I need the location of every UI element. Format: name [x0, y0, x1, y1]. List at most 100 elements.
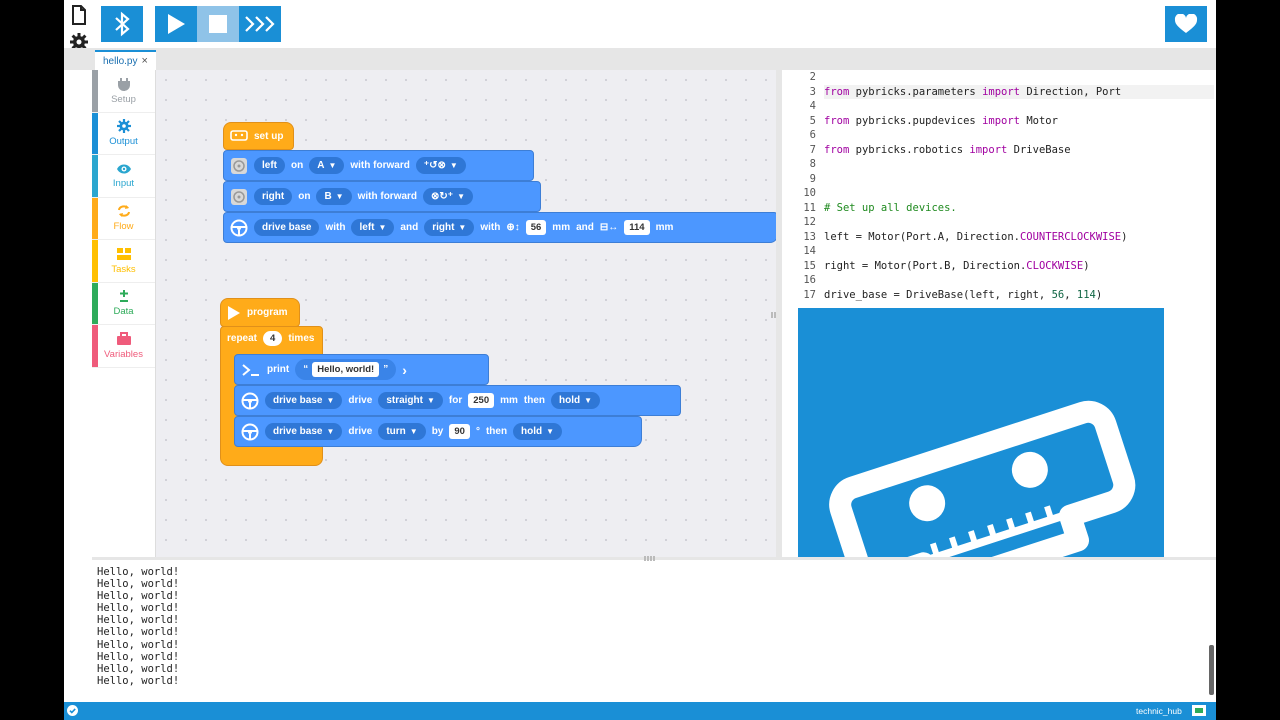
steering-wheel-icon — [241, 423, 259, 440]
category-color-bar — [92, 240, 98, 282]
then-action-dropdown[interactable]: hold▼ — [513, 423, 563, 440]
degree-label: ° — [475, 426, 480, 437]
drive-straight-block[interactable]: drive base▼ drive straight▼ for 250 mm t… — [234, 385, 681, 416]
category-variables[interactable]: Variables — [92, 325, 155, 368]
motor-name-dropdown[interactable]: left — [254, 157, 285, 174]
line-number: 5 — [809, 114, 816, 127]
category-data[interactable]: Data — [92, 282, 155, 325]
dropdown-arrow-icon: ▼ — [546, 427, 555, 436]
angle-input[interactable]: 90 — [449, 424, 470, 439]
string-text-input[interactable]: Hello, world! — [312, 362, 380, 377]
briefcase-icon — [116, 331, 131, 345]
terminal-line: Hello, world! — [97, 626, 180, 639]
plug-icon — [117, 77, 130, 91]
motor-setup-block[interactable]: left on A▼ with forward ⁺↺⊗▼ — [223, 150, 534, 181]
times-label: times — [288, 333, 315, 344]
drivebase-dropdown[interactable]: drive base▼ — [265, 423, 343, 440]
steering-wheel-icon — [241, 392, 259, 409]
then-action-dropdown[interactable]: hold▼ — [551, 392, 601, 409]
category-flow[interactable]: Flow — [92, 197, 155, 240]
wheel-diameter-input[interactable]: 56 — [525, 220, 547, 235]
setup-label: set up — [254, 130, 284, 142]
toolbar — [64, 0, 1216, 51]
file-tab[interactable]: hello.py × — [95, 50, 156, 70]
drive-mode-dropdown[interactable]: straight▼ — [378, 392, 443, 409]
close-tab-icon[interactable]: × — [141, 55, 148, 67]
motor-name-label: right — [262, 191, 285, 202]
distance-input[interactable]: 250 — [468, 393, 495, 408]
blocks-workspace[interactable]: set up left on A▼ with forward ⁺↺⊗▼ righ… — [156, 70, 776, 557]
hub-icon — [230, 130, 248, 141]
print-label: print — [267, 364, 290, 375]
and-label-2: and — [576, 222, 594, 233]
drivebase-value: drive base — [273, 426, 323, 437]
open-quote-label: “ — [303, 364, 309, 375]
left-motor-dropdown[interactable]: left▼ — [351, 219, 395, 236]
category-input[interactable]: Input — [92, 155, 155, 198]
wheel-diameter-icon: ⊕↕ — [506, 222, 520, 233]
file-icon[interactable] — [68, 4, 90, 26]
mm-label-2: mm — [655, 222, 674, 233]
repl-button[interactable] — [239, 6, 281, 42]
then-action-value: hold — [521, 426, 543, 437]
drive-mode-dropdown[interactable]: turn▼ — [378, 423, 426, 440]
drivebase-name: drive base — [262, 222, 312, 233]
status-check-icon — [67, 705, 78, 718]
terminal-output[interactable]: Hello, world!Hello, world!Hello, world!H… — [92, 556, 1216, 702]
port-dropdown[interactable]: B▼ — [316, 188, 352, 205]
terminal-line: Hello, world! — [97, 578, 180, 591]
print-block[interactable]: print “ Hello, world! ” › — [234, 354, 489, 385]
expand-arrow-icon[interactable]: › — [402, 361, 407, 378]
stop-button[interactable] — [197, 6, 239, 42]
category-tasks[interactable]: Tasks — [92, 240, 155, 283]
counterclockwise-wheel-icon: ⊗↻⁺ — [431, 191, 454, 202]
motor-icon — [230, 188, 248, 206]
terminal-resize-handle[interactable] — [644, 556, 660, 562]
program-label: program — [247, 307, 288, 318]
category-label: Tasks — [111, 263, 136, 275]
category-color-bar — [92, 197, 98, 239]
drivebase-dropdown[interactable]: drive base▼ — [265, 392, 343, 409]
battery-status-icon — [1192, 705, 1206, 718]
line-number: 2 — [809, 71, 816, 83]
mm-label: mm — [552, 222, 571, 233]
motor-icon — [230, 157, 248, 175]
port-dropdown[interactable]: A▼ — [309, 157, 345, 174]
axle-track-input[interactable]: 114 — [624, 220, 650, 235]
steering-wheel-icon — [230, 219, 248, 236]
terminal-lines: Hello, world!Hello, world!Hello, world!H… — [97, 566, 179, 687]
motor-setup-block[interactable]: right on B▼ with forward ⊗↻⁺▼ — [223, 181, 541, 212]
bluetooth-button[interactable] — [101, 6, 143, 42]
terminal-line: Hello, world! — [97, 674, 180, 687]
with-forward-label: with forward — [350, 160, 410, 171]
setup-hat-block[interactable]: set up — [223, 122, 294, 150]
sponsor-button[interactable] — [1165, 6, 1207, 42]
direction-dropdown[interactable]: ⊗↻⁺▼ — [423, 188, 474, 205]
right-motor-dropdown[interactable]: right▼ — [424, 219, 475, 236]
repeat-count-input[interactable]: 4 — [263, 331, 283, 346]
run-button[interactable] — [155, 6, 197, 42]
axle-track-icon: ⊟↔ — [599, 222, 619, 233]
line-number: 3 — [809, 85, 816, 98]
drive-turn-block[interactable]: drive base▼ drive turn▼ by 90 ° then hol… — [234, 416, 642, 447]
dropdown-arrow-icon: ▼ — [326, 427, 335, 436]
category-output[interactable]: Output — [92, 112, 155, 155]
line-number: 7 — [809, 143, 816, 156]
by-label: by — [431, 426, 444, 437]
line-number: 4 — [809, 100, 816, 112]
direction-dropdown[interactable]: ⁺↺⊗▼ — [415, 157, 466, 174]
string-value-block[interactable]: “ Hello, world! ” — [295, 359, 397, 380]
terminal-line: Hello, world! — [97, 602, 180, 615]
line-number: 6 — [809, 129, 816, 141]
terminal-scrollbar[interactable] — [1209, 645, 1214, 695]
program-hat-block[interactable]: program — [220, 298, 300, 327]
terminal-line: Hello, world! — [97, 614, 180, 627]
category-setup[interactable]: Setup — [92, 70, 155, 113]
drivebase-name-field[interactable]: drive base — [254, 219, 320, 236]
dropdown-arrow-icon: ▼ — [326, 396, 335, 405]
drivebase-setup-block[interactable]: drive base with left▼ and right▼ with ⊕↕… — [223, 212, 776, 243]
play-icon — [228, 305, 240, 320]
motor-name-dropdown[interactable]: right — [254, 188, 293, 205]
category-label: Setup — [111, 93, 136, 105]
